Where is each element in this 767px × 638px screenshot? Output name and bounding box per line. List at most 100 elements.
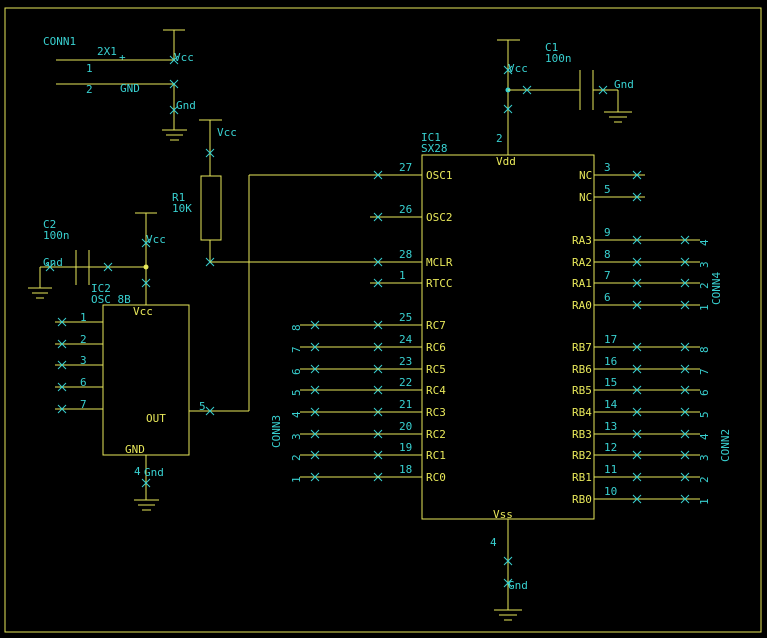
conn3-pin-mark — [310, 407, 320, 417]
ic1-pin-num: 24 — [399, 333, 413, 346]
ic1-pin-osc1-mark — [373, 170, 383, 180]
ic1-pin-rb7-conn-mark — [680, 342, 690, 352]
ic1-pin-rb2-conn-mark — [680, 450, 690, 460]
ic1-sx28: IC1 SX28 Vdd 2 Vss 4 Gnd 27OSC126OSC228M… — [370, 131, 700, 621]
ic2-pin-num: 1 — [80, 311, 87, 324]
ic1-part: SX28 — [421, 142, 448, 155]
ic1-pin-nc: NC — [579, 191, 592, 204]
conn3-pin-num: 4 — [290, 411, 303, 418]
ic1-pin-nc-mark — [632, 192, 642, 202]
ic1-pin-ra3: RA3 — [572, 234, 592, 247]
ic1-pin-num: 21 — [399, 398, 412, 411]
ic1-pin-rb2-mark — [632, 450, 642, 460]
ic2-pin-nc-mark — [57, 404, 67, 414]
ic2-out-pin-num: 5 — [199, 400, 206, 413]
ic1-pin-rb5-conn-mark — [680, 385, 690, 395]
ic1-pin-rb1: RB1 — [572, 471, 592, 484]
ic1-pin-rb0-conn-mark — [680, 494, 690, 504]
ic2-part: OSC_8B — [91, 293, 131, 306]
ic1-pin-rb7-mark — [632, 342, 642, 352]
ic2-pin-num: 3 — [80, 354, 87, 367]
conn3-pin-num: 5 — [290, 389, 303, 396]
conn4-name: CONN4 — [710, 272, 723, 305]
conn2-pin-num: 5 — [698, 411, 711, 418]
ic2-out-pin: OUT — [146, 412, 166, 425]
conn3-pin-mark — [310, 472, 320, 482]
ic1-pin-osc1: OSC1 — [426, 169, 453, 182]
ic2-pin-nc-mark — [57, 317, 67, 327]
ic1-pin-num: 18 — [399, 463, 412, 476]
ic2-vcc-pin: Vcc — [133, 305, 153, 318]
ic1-pin-num: 13 — [604, 420, 617, 433]
ic1-pin-rc1: RC1 — [426, 449, 446, 462]
conn3-name: CONN3 — [270, 415, 283, 448]
ic1-pin-num: 26 — [399, 203, 412, 216]
c1-value: 100n — [545, 52, 572, 65]
ic1-pin-rc7: RC7 — [426, 319, 446, 332]
ic1-pin-num: 11 — [604, 463, 617, 476]
ic1-pin-num: 20 — [399, 420, 412, 433]
ic1-pin-rb6-mark — [632, 364, 642, 374]
ic1-pin-rb3: RB3 — [572, 428, 592, 441]
conn2-pin-num: 4 — [698, 433, 711, 440]
ic1-pin-rb7: RB7 — [572, 341, 592, 354]
ic1-pin-rc5: RC5 — [426, 363, 446, 376]
ic1-pin-num: 14 — [604, 398, 618, 411]
ic1-pin-rb2: RB2 — [572, 449, 592, 462]
ic1-gnd-label: Gnd — [508, 579, 528, 592]
ic1-pin-num: 27 — [399, 161, 412, 174]
ic1-pin-ra2-mark — [632, 257, 642, 267]
capacitor-c2: C2 100n Vcc Gnd — [28, 212, 166, 305]
ic2-pin-nc-mark — [57, 360, 67, 370]
ic1-pin-rb6-conn-mark — [680, 364, 690, 374]
c1-name: C1 — [545, 41, 558, 54]
ic1-pin-rb6: RB6 — [572, 363, 592, 376]
ic2-pin-nc-mark — [57, 339, 67, 349]
conn3-pin-num: 2 — [290, 454, 303, 461]
ic1-pin-osc2: OSC2 — [426, 211, 453, 224]
ic1-pin-num: 5 — [604, 183, 611, 196]
ic1-pin-num: 17 — [604, 333, 617, 346]
ic1-pin-rb1-mark — [632, 472, 642, 482]
resistor-r1: Vcc R1 10K — [172, 119, 422, 267]
ic1-pin-num: 25 — [399, 311, 412, 324]
ic1-vdd-pin: 2 — [496, 132, 503, 145]
ic1-pin-ra1-conn-mark — [680, 278, 690, 288]
conn4-pin-num: 2 — [698, 282, 711, 289]
conn3-pin-mark — [310, 450, 320, 460]
conn2-name: CONN2 — [719, 429, 732, 462]
conn4-pin-num: 1 — [698, 304, 711, 311]
ic1-pin-rtcc: RTCC — [426, 277, 453, 290]
conn3-pin-mark — [310, 429, 320, 439]
ic2-gnd-pin: GND — [125, 443, 145, 456]
capacitor-c1: C1 100n Vcc Gnd — [497, 39, 634, 155]
ic1-vss-pin: 4 — [490, 536, 497, 549]
ic1-pin-nc: NC — [579, 169, 592, 182]
ic1-pin-num: 19 — [399, 441, 412, 454]
conn3-pin-num: 6 — [290, 368, 303, 375]
ic1-pin-rb4: RB4 — [572, 406, 592, 419]
conn1-name: CONN1 — [43, 35, 76, 48]
ic1-vdd-label: Vdd — [496, 155, 516, 168]
conn4-pin-num: 4 — [698, 239, 711, 246]
ic1-pin-osc2-mark — [373, 212, 383, 222]
ic1-pin-rc4: RC4 — [426, 384, 446, 397]
c1-gnd-label: Gnd — [614, 78, 634, 91]
conn2-pin-num: 1 — [698, 498, 711, 505]
ic1-pin-mclr: MCLR — [426, 256, 453, 269]
conn1-pin1: 1 — [86, 62, 93, 75]
r1-vcc-label: Vcc — [217, 126, 237, 139]
conn2-pin-num: 3 — [698, 454, 711, 461]
ic1-pin-num: 6 — [604, 291, 611, 304]
ic2-pin-num: 6 — [80, 376, 87, 389]
conn3-pin-num: 7 — [290, 346, 303, 353]
ic1-pin-num: 3 — [604, 161, 611, 174]
ic1-pin-num: 1 — [399, 269, 406, 282]
ic1-pin-rb4-mark — [632, 407, 642, 417]
ic1-pin-rc3: RC3 — [426, 406, 446, 419]
